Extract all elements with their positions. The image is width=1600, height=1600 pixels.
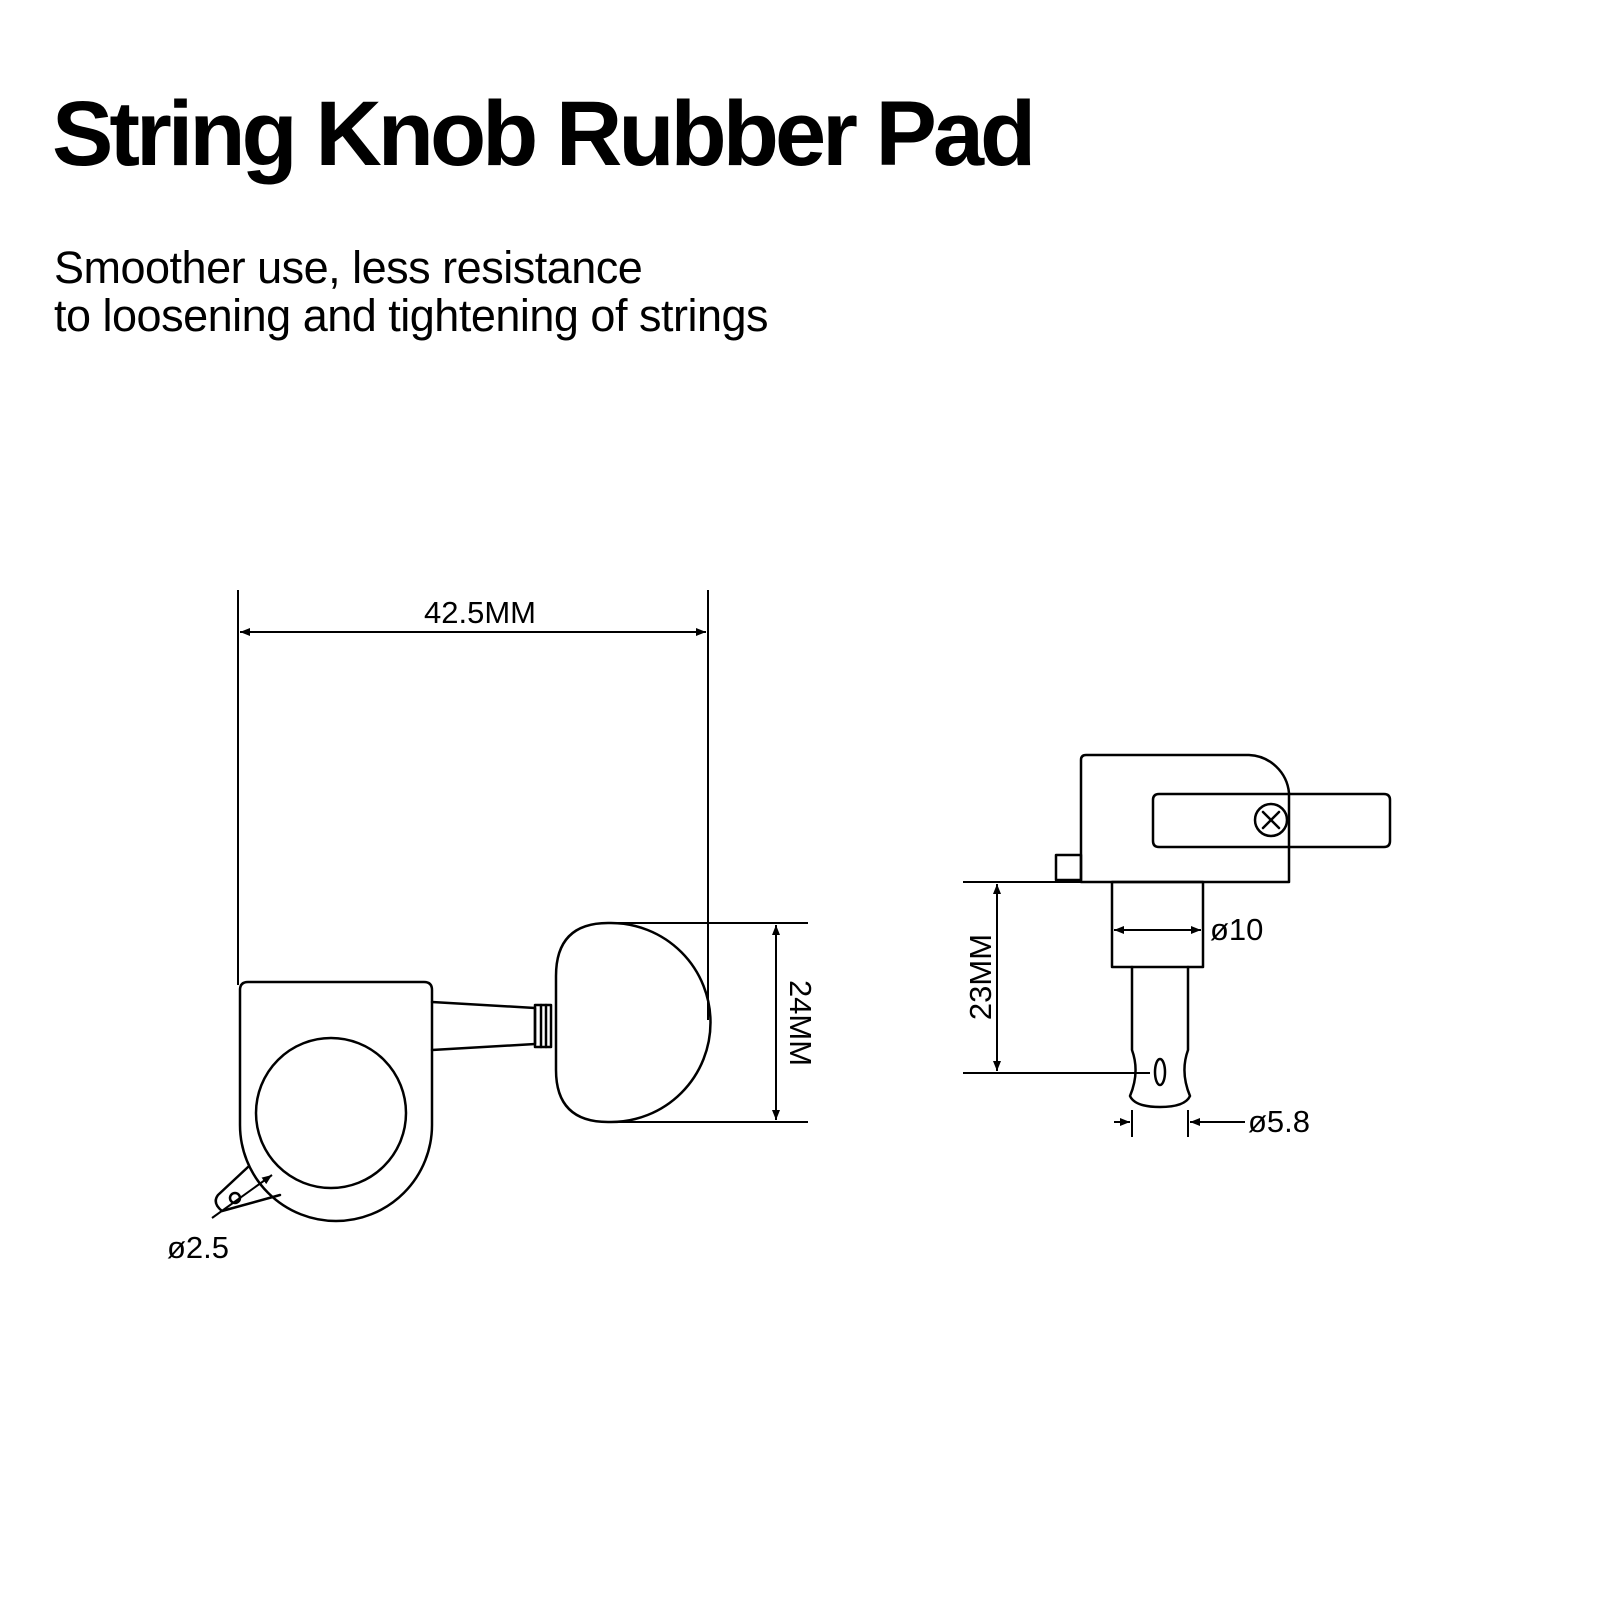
subtitle-line-2: to loosening and tightening of strings (54, 290, 769, 341)
post-string-hole (1153, 1057, 1167, 1087)
side-view (214, 921, 712, 1223)
end-view (1054, 753, 1392, 1109)
hole-diameter-label: ø2.5 (167, 1230, 229, 1265)
tuner-shaft (430, 1000, 537, 1052)
width-label: 42.5MM (424, 595, 536, 630)
end-view-post (1128, 965, 1192, 1109)
side-view-dimensions (211, 590, 808, 1219)
shaft-diameter-label: ø10 (1210, 912, 1263, 947)
string-hole-tab (214, 1165, 282, 1213)
subtitle-line-1: Smoother use, less resistance (54, 242, 643, 293)
height-label: 24MM (783, 980, 818, 1066)
hole-leader (211, 1174, 273, 1219)
page-subtitle: Smoother use, less resistance to looseni… (54, 242, 769, 341)
end-view-dimensions (963, 881, 1245, 1137)
shaft-collar (533, 1003, 553, 1049)
end-view-wing (1151, 792, 1392, 849)
page-title: String Knob Rubber Pad (52, 83, 1036, 185)
end-height-label: 23MM (963, 934, 998, 1020)
end-view-housing (1079, 753, 1291, 884)
end-view-bushing (1110, 880, 1205, 969)
end-view-side-tab (1054, 853, 1083, 882)
gear-circle (254, 1036, 408, 1190)
post-diameter-label: ø5.8 (1248, 1104, 1310, 1139)
tuner-housing (238, 980, 434, 1223)
tuner-knob (554, 921, 712, 1124)
screw-head (1253, 802, 1289, 838)
